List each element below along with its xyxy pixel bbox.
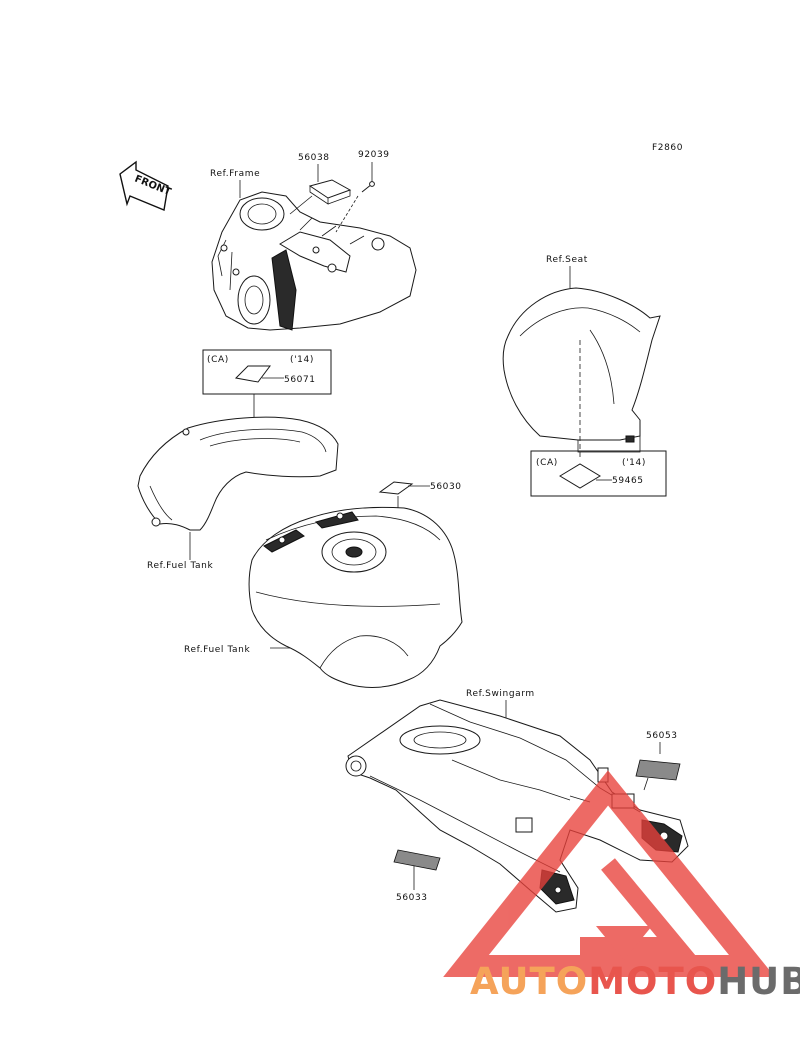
tank-callout-region: (CA) bbox=[207, 355, 229, 365]
front-arrow-icon: FRONT bbox=[119, 160, 173, 211]
part-92039-drawing bbox=[361, 181, 375, 193]
seat-callout-box: (CA) ('14) 59465 bbox=[530, 450, 667, 497]
ref-fuel-tank-right-label: Ref.Fuel Tank bbox=[184, 645, 250, 655]
watermark-text: AUTOMOTOHUB bbox=[470, 960, 800, 1003]
tank-callout-year: ('14) bbox=[290, 355, 314, 365]
part-56053-label: 56053 bbox=[646, 731, 678, 741]
fuel-tank-drawing bbox=[248, 506, 463, 688]
diagram-code: F2860 bbox=[652, 143, 683, 153]
part-56030-label: 56030 bbox=[430, 482, 462, 492]
part-56038-label: 56038 bbox=[298, 153, 330, 163]
ref-frame-label: Ref.Frame bbox=[210, 169, 260, 179]
part-56038-drawing bbox=[308, 179, 352, 205]
tank-callout-box: (CA) ('14) 56071 bbox=[202, 349, 332, 395]
part-56033-label: 56033 bbox=[396, 893, 428, 903]
part-92039-label: 92039 bbox=[358, 150, 390, 160]
part-56033-decal bbox=[393, 849, 441, 871]
watermark-logo-icon bbox=[443, 770, 776, 977]
watermark-auto: AUTO bbox=[470, 960, 588, 1003]
ref-swingarm-label: Ref.Swingarm bbox=[466, 689, 535, 699]
part-56071-label: 56071 bbox=[284, 375, 316, 385]
frame-drawing bbox=[211, 191, 417, 331]
part-59465-label: 59465 bbox=[612, 476, 644, 486]
watermark-hub: HUB bbox=[717, 960, 800, 1003]
seat-drawing bbox=[502, 287, 661, 453]
tank-cover-drawing bbox=[137, 416, 339, 531]
ref-seat-label: Ref.Seat bbox=[546, 255, 588, 265]
svg-text:AUTOMOTOHUB: AUTOMOTOHUB bbox=[470, 960, 800, 1003]
watermark-moto: MOTO bbox=[588, 960, 717, 1003]
part-59465-decal bbox=[559, 463, 601, 489]
seat-callout-year: ('14) bbox=[622, 458, 646, 468]
part-56071-decal bbox=[234, 365, 271, 383]
ref-fuel-tank-left-label: Ref.Fuel Tank bbox=[147, 561, 213, 571]
seat-callout-region: (CA) bbox=[536, 458, 558, 468]
part-56053-decal bbox=[635, 759, 681, 781]
decal-56030-drawing bbox=[378, 481, 414, 495]
